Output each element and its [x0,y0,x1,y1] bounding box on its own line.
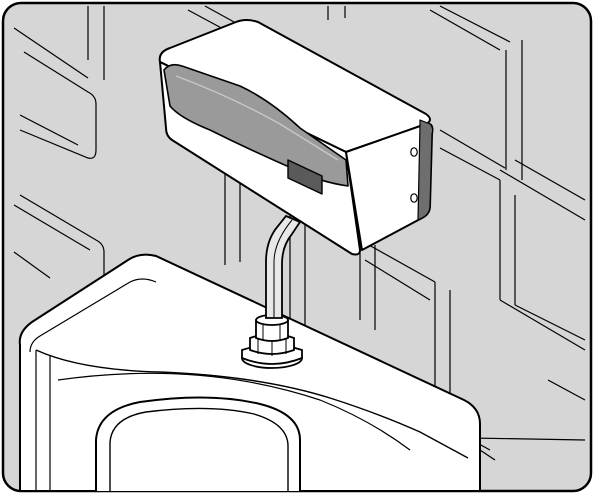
pipe-nut-fitting [241,314,303,369]
front-panel-cover [163,63,349,187]
sensor-flush-valve [158,19,434,256]
screw-icon [410,193,418,203]
screw-icon [410,147,418,157]
urinal-bowl [18,253,481,492]
sensor-window-icon [287,159,323,195]
